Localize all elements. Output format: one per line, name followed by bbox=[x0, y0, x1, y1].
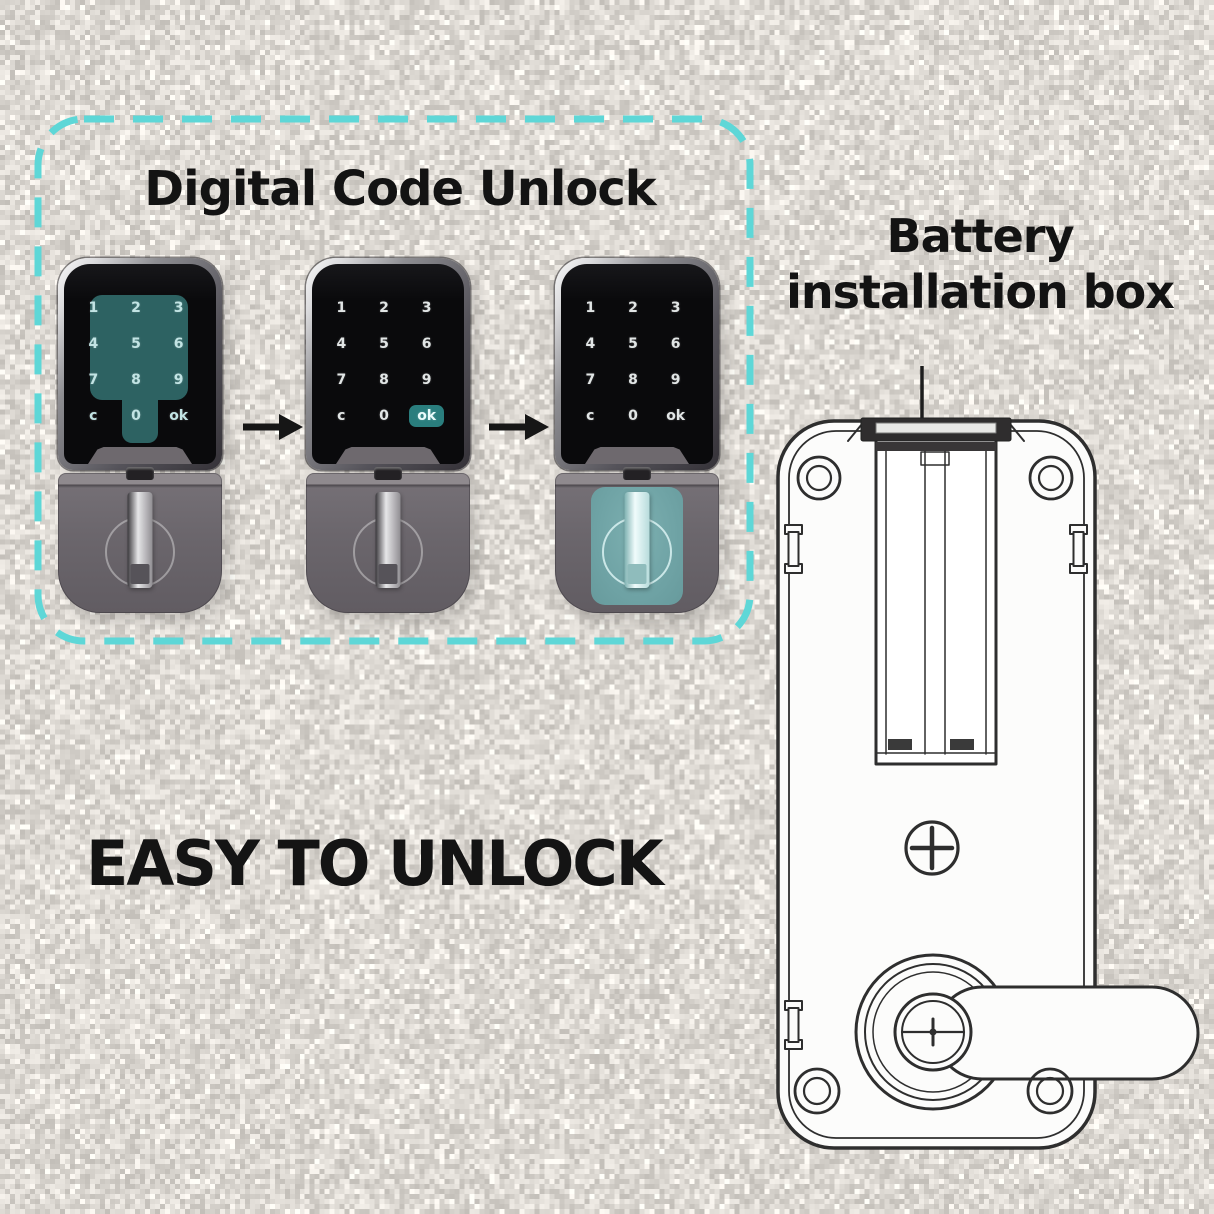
keypad-screen: 1 2 3 4 5 6 7 8 9 c 0 ok bbox=[561, 264, 713, 464]
keypad-key: c bbox=[337, 408, 345, 424]
battery-contact bbox=[950, 739, 974, 750]
battery-box-label: Battery installation box bbox=[752, 208, 1208, 320]
keypad-key: 1 bbox=[336, 300, 346, 316]
keypad-panel: 1 2 3 4 5 6 7 8 9 c 0 ok bbox=[555, 258, 719, 470]
battery-label-line2: installation box bbox=[786, 265, 1174, 319]
keypad-keys: 1 2 3 4 5 6 7 8 9 c 0 ok bbox=[569, 290, 697, 434]
keypad-keys: 1 2 3 4 5 6 7 8 9 c 0 ok bbox=[72, 290, 200, 434]
keypad-key: 3 bbox=[671, 300, 681, 316]
keypad-key: 5 bbox=[379, 336, 389, 352]
keypad-key: 3 bbox=[422, 300, 432, 316]
section-title: Digital Code Unlock bbox=[70, 163, 730, 216]
lock-body bbox=[58, 473, 222, 613]
thumbturn-bar bbox=[376, 492, 401, 588]
keypad-key: 2 bbox=[628, 300, 638, 316]
battery-compartment bbox=[876, 437, 996, 764]
side-latch bbox=[1070, 525, 1087, 573]
keypad-key: 7 bbox=[585, 372, 595, 388]
arrow-right-icon bbox=[243, 414, 303, 440]
keypad-key: 1 bbox=[585, 300, 595, 316]
keypad-screen: 1 2 3 4 5 6 7 8 9 c 0 ok bbox=[312, 264, 464, 464]
keypad-key: 6 bbox=[174, 336, 184, 352]
keypad-key: 9 bbox=[174, 372, 184, 388]
phillips-screw-icon bbox=[906, 822, 958, 874]
keypad-key: 5 bbox=[628, 336, 638, 352]
keypad-key: 2 bbox=[379, 300, 389, 316]
keypad-key: 7 bbox=[336, 372, 346, 388]
lock-body bbox=[306, 473, 470, 613]
keypad-key: 6 bbox=[422, 336, 432, 352]
keypad-key: 2 bbox=[131, 300, 141, 316]
side-latch bbox=[785, 1001, 802, 1049]
screen-bottom-cover bbox=[336, 447, 440, 464]
keypad-key-ok-highlighted: ok bbox=[409, 405, 444, 427]
hinge-pin bbox=[374, 467, 402, 480]
keypad-key: 4 bbox=[336, 336, 346, 352]
keypad-key: ok bbox=[666, 408, 685, 424]
lock-step-enter-code: 1 2 3 4 5 6 7 8 9 c 0 ok bbox=[58, 258, 222, 613]
keypad-panel: 1 2 3 4 5 6 7 8 9 c 0 ok bbox=[306, 258, 470, 470]
keypad-key: 0 bbox=[379, 408, 389, 424]
keypad-key: 9 bbox=[671, 372, 681, 388]
tagline: EASY TO UNLOCK bbox=[86, 833, 662, 895]
screen-bottom-cover bbox=[585, 447, 689, 464]
back-panel-drawing bbox=[778, 418, 1198, 1148]
keypad-key: 8 bbox=[628, 372, 638, 388]
lock-step-unlocked: 1 2 3 4 5 6 7 8 9 c 0 ok bbox=[555, 258, 719, 613]
keypad-key: c bbox=[586, 408, 594, 424]
keypad-key: 0 bbox=[131, 408, 141, 424]
hinge-pin bbox=[623, 467, 651, 480]
keypad-key: ok bbox=[169, 408, 188, 424]
keypad-key: 6 bbox=[671, 336, 681, 352]
screen-bottom-cover bbox=[88, 447, 192, 464]
keypad-key: 4 bbox=[585, 336, 595, 352]
hinge-pin bbox=[126, 467, 154, 480]
battery-label-line1: Battery bbox=[887, 209, 1074, 263]
keypad-panel: 1 2 3 4 5 6 7 8 9 c 0 ok bbox=[58, 258, 222, 470]
keypad-key: c bbox=[89, 408, 97, 424]
lock-body bbox=[555, 473, 719, 613]
keypad-key: 3 bbox=[174, 300, 184, 316]
keypad-key: 5 bbox=[131, 336, 141, 352]
keypad-key: 9 bbox=[422, 372, 432, 388]
keypad-screen: 1 2 3 4 5 6 7 8 9 c 0 ok bbox=[64, 264, 216, 464]
thumbturn-bar bbox=[625, 492, 650, 588]
keypad-key: 8 bbox=[379, 372, 389, 388]
keypad-key: 1 bbox=[88, 300, 98, 316]
lever-arm bbox=[936, 987, 1198, 1079]
keypad-keys: 1 2 3 4 5 6 7 8 9 c 0 ok bbox=[320, 290, 448, 434]
thumbturn-bar bbox=[128, 492, 153, 588]
arrow-right-icon bbox=[489, 414, 549, 440]
keypad-key: 4 bbox=[88, 336, 98, 352]
keypad-key: 0 bbox=[628, 408, 638, 424]
side-latch bbox=[785, 525, 802, 573]
battery-contact bbox=[888, 739, 912, 750]
keypad-key: 8 bbox=[131, 372, 141, 388]
lock-step-press-ok: 1 2 3 4 5 6 7 8 9 c 0 ok bbox=[306, 258, 470, 613]
keypad-key: 7 bbox=[88, 372, 98, 388]
